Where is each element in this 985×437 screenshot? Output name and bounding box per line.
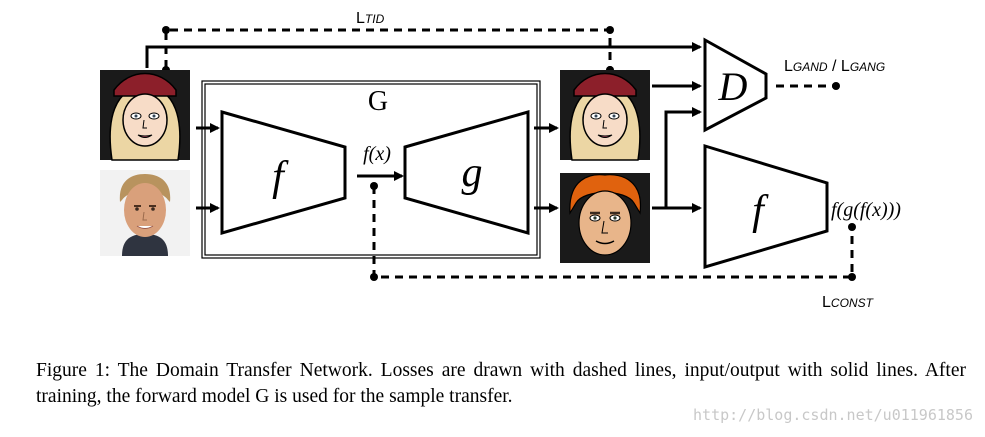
loss-const-label: LCONST — [822, 294, 875, 311]
input-photo-image — [100, 170, 190, 256]
generator-box — [201, 80, 541, 259]
loss-tid-label: LTID — [356, 10, 385, 27]
solid-connections — [145, 42, 702, 213]
figure-caption: Figure 1: The Domain Transfer Network. L… — [36, 360, 966, 407]
output-generated-image — [560, 173, 650, 263]
output-emoji-image — [560, 70, 650, 161]
loss-tid-line — [162, 26, 614, 74]
loss-const-line — [370, 182, 856, 281]
loss-gan-label: LGAND / LGANG — [784, 58, 885, 75]
decoder-g-label: g — [462, 150, 483, 196]
fgfx-label: f(g(f(x))) — [831, 199, 901, 221]
second-f-shape — [703, 143, 829, 270]
fx-label: f(x) — [363, 143, 391, 165]
loss-gan-line — [776, 82, 840, 90]
encoder-f-shape — [220, 110, 347, 235]
discriminator-d-label: D — [718, 64, 748, 109]
decoder-g-shape — [403, 110, 530, 235]
watermark-url: http://blog.csdn.net/u011961856 — [693, 406, 973, 424]
generator-label: G — [368, 86, 388, 117]
input-emoji-image — [100, 70, 190, 161]
discriminator-d-shape — [703, 37, 768, 133]
